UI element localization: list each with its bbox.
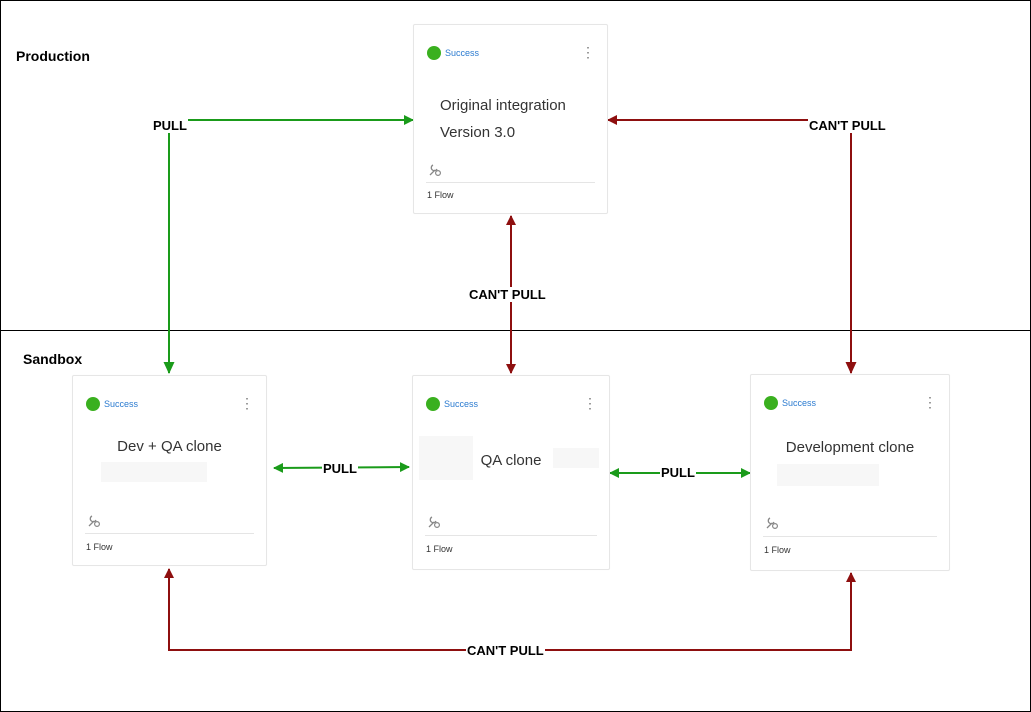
kebab-menu-icon[interactable]: ⋮ — [583, 395, 597, 411]
kebab-menu-icon[interactable]: ⋮ — [240, 395, 254, 411]
flow-count: 1 Flow — [86, 542, 113, 552]
card-separator — [425, 535, 597, 536]
production-label: Production — [16, 48, 90, 64]
status-text: Success — [445, 48, 480, 58]
flow-count: 1 Flow — [427, 190, 454, 200]
wrench-gear-icon — [766, 517, 779, 530]
cant-pull-label-bottom: CAN'T PULL — [466, 643, 545, 658]
cant-pull-down-head — [845, 362, 857, 374]
card-title-line-2: Version 3.0 — [440, 124, 516, 141]
placeholder-block — [777, 464, 879, 486]
card-separator — [763, 536, 937, 537]
cant-pull-label-top-right: CAN'T PULL — [808, 118, 887, 133]
pull-label-middle-right: PULL — [660, 465, 696, 480]
wrench-gear-icon — [429, 164, 442, 177]
card-separator — [426, 182, 595, 183]
wrench-gear-icon — [88, 515, 101, 528]
status-dot-icon — [427, 46, 441, 60]
pull-label-top-left: PULL — [152, 118, 188, 133]
wrench-gear-icon — [428, 516, 441, 529]
status-indicator: Success — [427, 46, 479, 60]
integration-card-development-clone[interactable]: Success ⋮ Development clone 1 Flow — [750, 374, 950, 571]
card-title: Original integration Version 3.0 — [440, 92, 566, 146]
pull-label-left-middle: PULL — [322, 461, 358, 476]
cant-pull-arrow-bottom — [164, 568, 856, 651]
card-title: QA clone — [480, 452, 542, 469]
kebab-menu-icon[interactable]: ⋮ — [581, 44, 595, 60]
integration-card-qa-clone[interactable]: Success ⋮ QA clone 1 Flow — [412, 375, 610, 570]
cant-pull-arrow-dev-to-original — [607, 115, 852, 373]
placeholder-block — [419, 436, 473, 480]
flow-count: 1 Flow — [764, 545, 791, 555]
sandbox-label: Sandbox — [23, 351, 83, 367]
placeholder-block — [101, 462, 207, 482]
card-title: Development clone — [785, 439, 915, 456]
status-text: Success — [782, 398, 817, 408]
pull-arrow-down-head — [163, 362, 175, 374]
status-dot-icon — [426, 397, 440, 411]
placeholder-block — [553, 448, 599, 468]
flow-count: 1 Flow — [426, 544, 453, 554]
status-dot-icon — [764, 396, 778, 410]
status-text: Success — [444, 399, 479, 409]
card-title-line-1: Original integration — [440, 97, 566, 114]
status-dot-icon — [86, 397, 100, 411]
kebab-menu-icon[interactable]: ⋮ — [923, 394, 937, 410]
card-title: Dev + QA clone — [117, 438, 222, 455]
pull-arrow-to-original — [168, 115, 414, 373]
status-indicator: Success — [426, 397, 478, 411]
integration-card-original[interactable]: Success ⋮ Original integration Version 3… — [413, 24, 608, 214]
cant-pull-label-center: CAN'T PULL — [468, 287, 547, 302]
status-text: Success — [104, 399, 139, 409]
status-indicator: Success — [764, 396, 816, 410]
card-separator — [85, 533, 254, 534]
integration-card-dev-qa-clone[interactable]: Success ⋮ Dev + QA clone 1 Flow — [72, 375, 267, 566]
status-indicator: Success — [86, 397, 138, 411]
